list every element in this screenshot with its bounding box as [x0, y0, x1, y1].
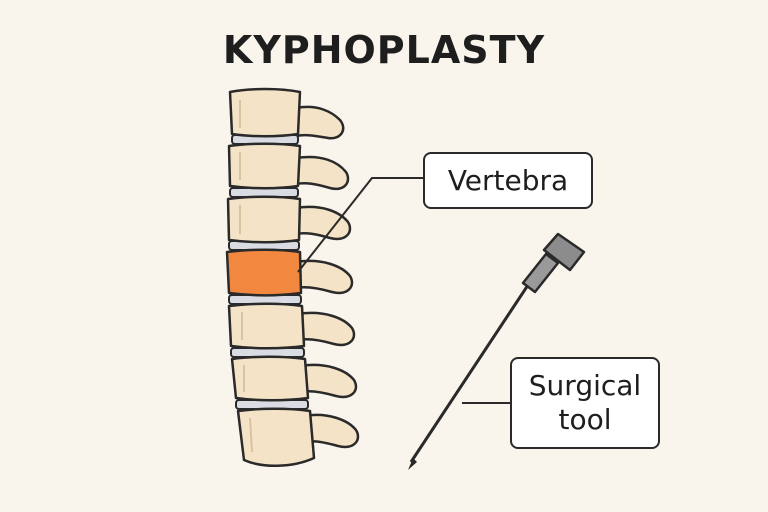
tool-handle-neck	[521, 252, 560, 294]
process-6	[298, 363, 358, 399]
vertebral-bodies	[225, 87, 316, 468]
diagram-title: KYPHOPLASTY	[222, 28, 546, 72]
process-4	[294, 259, 354, 295]
vertebra-body-2	[227, 142, 302, 190]
vertebra-label: Vertebra	[423, 152, 593, 209]
vertebra-body-1	[228, 87, 302, 138]
vertebra-body-3	[226, 195, 302, 244]
surgical-tool	[408, 232, 586, 470]
surgical-tool-label: Surgical tool	[510, 357, 660, 449]
process-2	[294, 155, 350, 191]
vertebra-body-7	[236, 407, 316, 468]
process-3	[294, 205, 352, 241]
process-5	[296, 311, 356, 347]
process-7	[302, 413, 360, 449]
vertebra-body-5	[227, 302, 306, 350]
body-shading	[239, 100, 253, 453]
vertebra-leader-line	[297, 177, 423, 273]
tool-handle-cap	[542, 232, 586, 272]
process-1	[294, 105, 345, 140]
spinous-processes	[294, 105, 360, 449]
tool-tip	[408, 458, 417, 470]
tool-shaft	[409, 281, 532, 463]
highlighted-vertebra	[225, 248, 303, 297]
vertebra-body-6	[230, 355, 310, 402]
